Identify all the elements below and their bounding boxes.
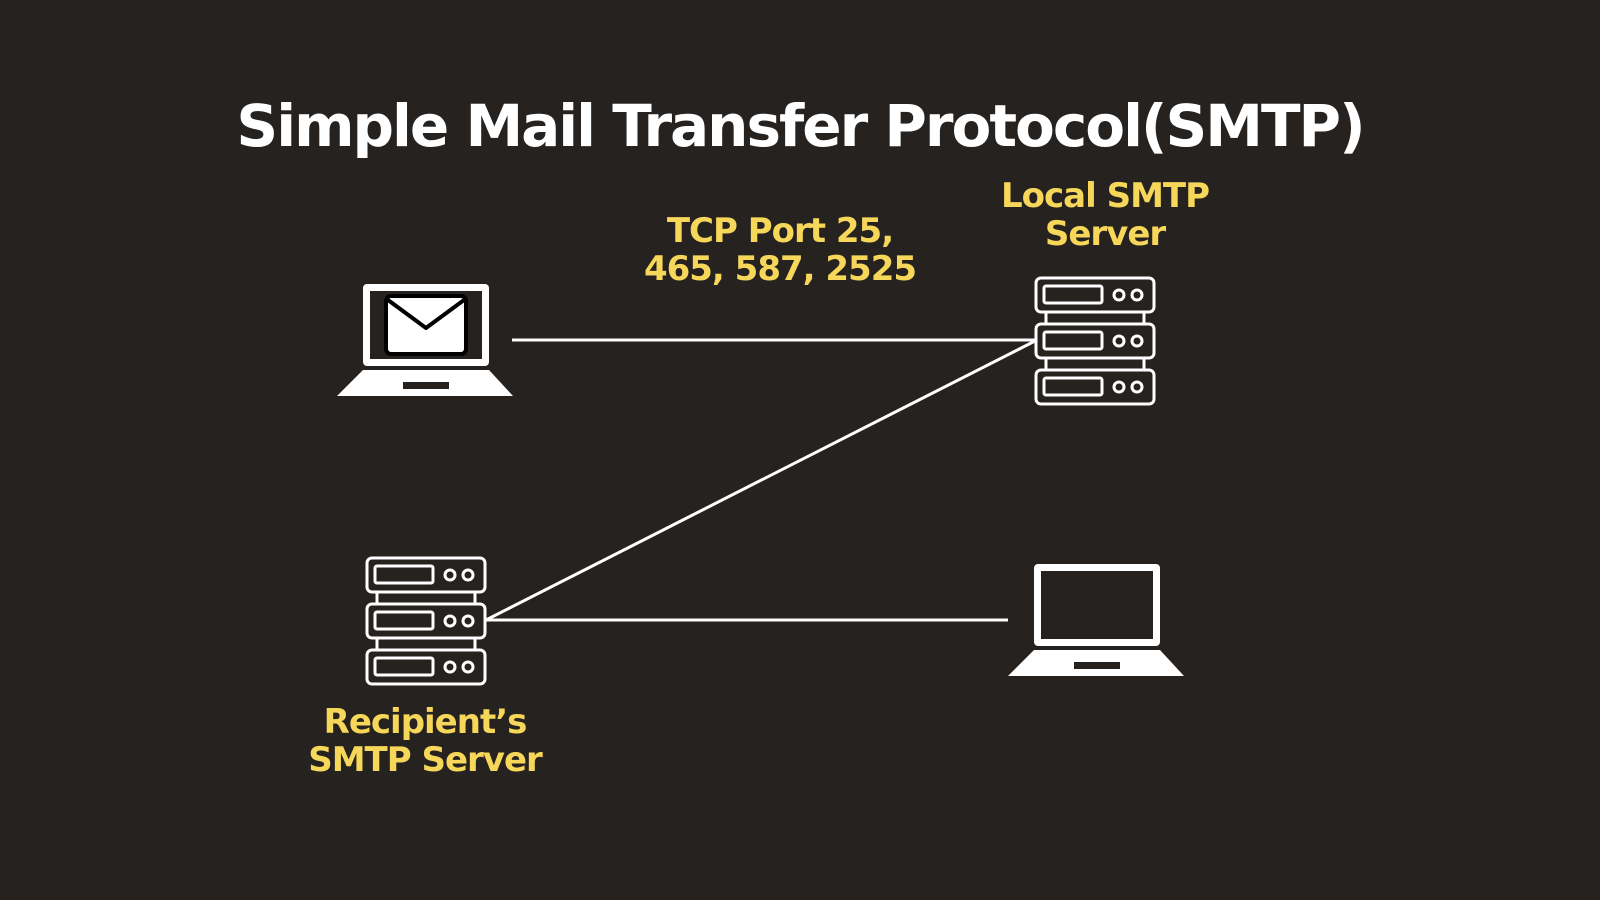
edge-local-server-to-recipient-server xyxy=(485,338,1038,622)
local-server-label-line2: Server xyxy=(1044,214,1166,254)
server-rack-icon xyxy=(365,556,487,686)
local-server-label: Local SMTP Server xyxy=(935,177,1275,253)
local-server-label-line1: Local SMTP xyxy=(1000,176,1210,216)
port-label-line1: TCP Port 25, xyxy=(666,211,894,251)
page-title: Simple Mail Transfer Protocol(SMTP) xyxy=(236,92,1365,160)
laptop-icon xyxy=(1008,564,1184,676)
sender-laptop-node xyxy=(337,282,515,400)
port-label: TCP Port 25, 465, 587, 2525 xyxy=(600,212,960,288)
recipient-server-label-line2: SMTP Server xyxy=(308,740,543,780)
laptop-with-envelope-icon xyxy=(337,284,513,396)
server-rack-icon xyxy=(1034,276,1156,406)
recipient-smtp-server-node xyxy=(365,556,489,686)
recipient-laptop-node xyxy=(1008,562,1186,680)
port-label-line2: 465, 587, 2525 xyxy=(643,249,917,289)
local-smtp-server-node xyxy=(1034,276,1158,406)
recipient-server-label: Recipient’s SMTP Server xyxy=(255,703,595,779)
recipient-server-label-line1: Recipient’s xyxy=(323,702,528,742)
